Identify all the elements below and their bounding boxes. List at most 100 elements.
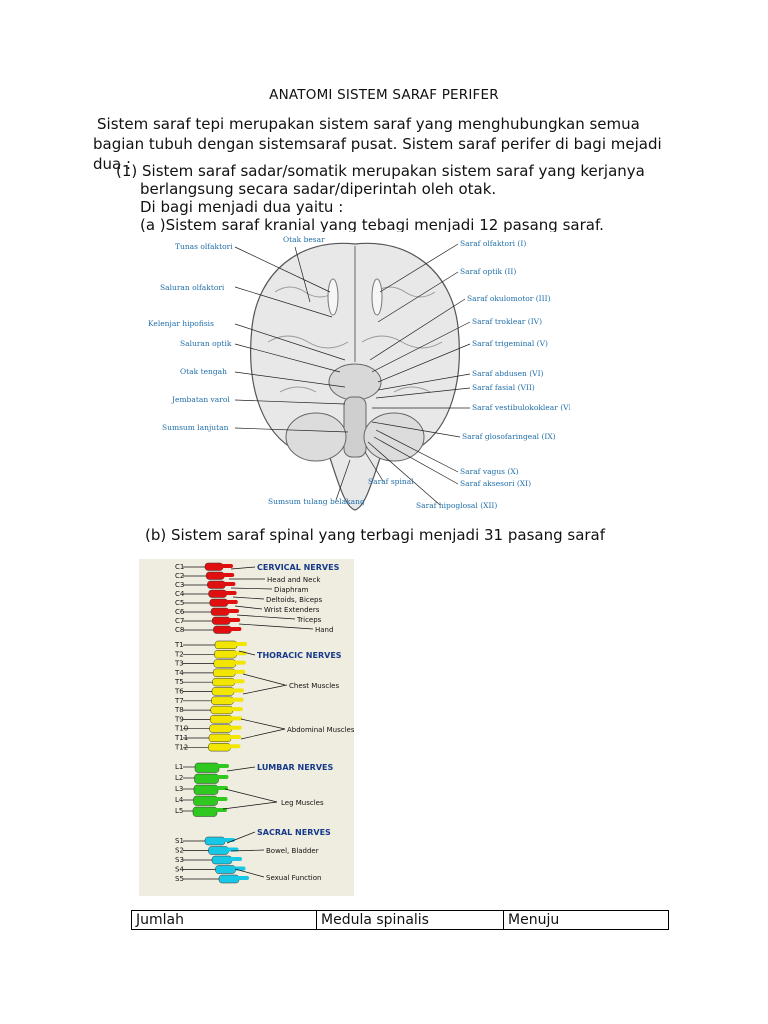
thoracic-vertebra <box>209 715 233 724</box>
brain-right-label: Saraf vagus (X) <box>460 467 519 476</box>
thoracic-process <box>235 642 247 646</box>
function-label: Wrist Extenders <box>264 606 320 614</box>
brain-right-label: Saraf hipoglosal (XII) <box>416 501 497 510</box>
brain-bottom-label: Saraf spinal <box>368 477 414 486</box>
brain-right-label: Saraf optik (II) <box>460 267 516 276</box>
thoracic-vertebra <box>213 659 237 668</box>
sub-item-a: (a )Sistem saraf kranial yang tebagi men… <box>140 216 604 234</box>
sacral-vertebra <box>211 855 233 865</box>
sacral-process <box>237 876 249 880</box>
level-labels: C1C2C3C4C5C6C7C8T1T2T3T4T5T6T7T8T9T10T11… <box>174 563 188 883</box>
nerve-line <box>234 605 263 610</box>
spine-level-label: L3 <box>175 785 183 793</box>
spine-level-label: T6 <box>174 688 184 696</box>
sacral-process <box>223 838 235 842</box>
brain-left-label: Saluran olfaktori <box>160 283 225 292</box>
table-header-cell: Medula spinalis <box>316 910 504 930</box>
cervical-process <box>222 573 235 577</box>
cervical-vertebra <box>211 616 231 625</box>
spine-level-label: L4 <box>175 796 184 804</box>
item-line-2: berlangsung secara sadar/diperintah oleh… <box>140 180 497 198</box>
function-label: Leg Muscles <box>281 799 324 807</box>
thoracic-process <box>234 651 247 656</box>
spine-level-label: T4 <box>174 669 184 677</box>
brain-right-label: Saraf trigeminal (V) <box>472 339 548 348</box>
brain-illustration <box>250 242 460 511</box>
lumbar-process <box>215 797 228 801</box>
nerve-line <box>242 684 288 695</box>
nerve-line <box>238 623 314 630</box>
thoracic-vertebra <box>208 743 231 752</box>
spine-level-label: C6 <box>175 608 185 616</box>
nerve-line <box>230 849 265 852</box>
brain-left-label: Otak tengah <box>180 367 227 376</box>
cervical-process <box>229 627 242 631</box>
item-number: (1) <box>116 162 138 180</box>
cervical-process <box>223 582 236 586</box>
cervical-vertebra <box>207 580 226 589</box>
sacral-vertebra <box>204 836 226 846</box>
cervical-vertebra <box>205 571 225 580</box>
thoracic-vertebra <box>211 696 234 705</box>
brain-right-label: Saraf glosofaringeal (IX) <box>462 432 556 441</box>
sacral-process <box>230 857 242 861</box>
nerve-line <box>238 650 256 656</box>
lumbar-vertebra <box>194 773 219 784</box>
brain-left-label: Jembatan varol <box>171 395 230 404</box>
spine-level-label: S5 <box>175 875 184 883</box>
sacral-header: SACRAL NERVES <box>257 828 331 837</box>
spine-level-label: L1 <box>175 763 183 771</box>
brain-right-label: Saraf fasial (VII) <box>472 383 535 392</box>
thoracic-process <box>233 660 246 665</box>
sacral-process <box>226 847 239 852</box>
brain-right-label: Saraf troklear (IV) <box>472 317 542 326</box>
function-label: Deltoids, Biceps <box>266 596 323 604</box>
document-title: ANATOMI SISTEM SARAF PERIFER <box>269 87 499 103</box>
function-label: Hand <box>315 626 333 634</box>
spine-level-label: C8 <box>175 626 184 634</box>
thoracic-vertebra <box>209 724 232 733</box>
nerve-line <box>236 614 296 620</box>
brain-left-label: Tunas olfaktori <box>175 242 233 251</box>
brain-cranial-nerves-figure: Tunas olfaktori Saluran olfaktori Kelenj… <box>140 232 570 516</box>
thoracic-process <box>228 744 241 749</box>
thoracic-vertebra <box>214 640 238 650</box>
spine-level-label: T8 <box>174 706 184 714</box>
cervical-vertebra <box>209 598 229 607</box>
brain-right-label: Saraf abdusen (VI) <box>472 369 544 378</box>
thoracic-process <box>233 669 246 674</box>
brain-right-label: Saraf vestibulokoklear (VIII) <box>472 403 570 412</box>
brain-left-label: Sumsum lanjutan <box>162 423 229 432</box>
function-label: Triceps <box>296 616 322 624</box>
thoracic-process <box>229 735 241 739</box>
function-label: Bowel, Bladder <box>266 847 319 855</box>
thoracic-vertebra <box>214 650 237 659</box>
nerve-line <box>234 868 265 878</box>
lumbar-process <box>217 764 229 768</box>
function-label: Sexual Function <box>266 874 321 882</box>
nerve-line <box>230 566 256 570</box>
spine-level-label: T9 <box>174 715 184 723</box>
spine-level-label: C3 <box>175 581 184 589</box>
thoracic-vertebra <box>208 733 232 743</box>
cervical-process <box>221 564 233 568</box>
table-header-cell: Jumlah <box>131 910 317 930</box>
function-label: Head and Neck <box>267 576 321 584</box>
lumbar-process <box>216 775 229 779</box>
thoracic-vertebra <box>212 677 235 687</box>
thoracic-header: THORACIC NERVES <box>257 651 342 660</box>
nerve-line <box>240 728 286 740</box>
brain-right-label: Saraf aksesori (XI) <box>460 479 531 488</box>
item-line-1: Sistem saraf sadar/somatik merupakan sis… <box>142 162 645 180</box>
nerve-line <box>230 587 273 590</box>
thoracic-vertebra <box>211 687 235 696</box>
table-header-cell: Menuju <box>503 910 669 930</box>
item-line-3: Di bagi menjadi dua yaitu : <box>140 198 344 216</box>
lumbar-vertebra <box>192 806 218 817</box>
spine-level-label: T12 <box>174 743 188 751</box>
spinal-nerves-diagram: C1C2C3C4C5C6C7C8T1T2T3T4T5T6T7T8T9T10T11… <box>174 562 355 884</box>
sacral-vertebra <box>218 874 240 884</box>
cervical-process <box>225 600 238 604</box>
table-header-row: Jumlah Medula spinalis Menuju <box>131 910 669 930</box>
nerve-line <box>224 788 278 803</box>
